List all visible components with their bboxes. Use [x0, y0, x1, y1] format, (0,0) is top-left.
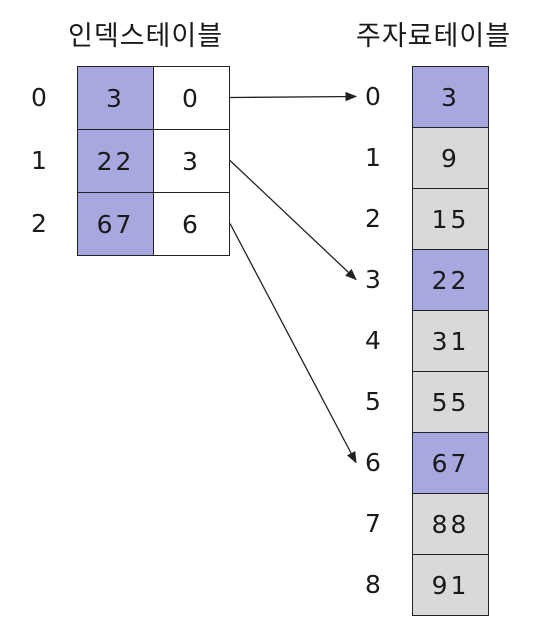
main-table-title: 주자료테이블: [356, 21, 512, 52]
pointer-arrow: [229, 91, 358, 102]
main-row-label: 4: [365, 326, 381, 355]
index-key-cell: 3: [77, 66, 154, 130]
main-row-label: 7: [365, 509, 381, 538]
main-row-label: 0: [365, 82, 381, 111]
main-row-label: 3: [365, 265, 381, 294]
index-pointer-cell: 3: [153, 129, 230, 193]
main-value-cell: 67: [412, 432, 489, 494]
index-row-label: 0: [31, 83, 47, 112]
main-value-cell: 91: [412, 554, 489, 616]
main-row-label: 1: [365, 143, 381, 172]
main-value-cell: 3: [412, 66, 489, 128]
pointer-arrow: [229, 223, 357, 464]
main-value-cell: 22: [412, 249, 489, 311]
index-key-cell: 67: [77, 192, 154, 256]
main-row-label: 8: [365, 570, 381, 599]
index-key-cell: 22: [77, 129, 154, 193]
index-row-label: 2: [31, 209, 47, 238]
main-value-cell: 9: [412, 127, 489, 189]
main-value-cell: 55: [412, 371, 489, 433]
main-value-cell: 31: [412, 310, 489, 372]
main-row-label: 5: [365, 387, 381, 416]
index-table-title: 인덱스테이블: [68, 21, 224, 52]
index-row-label: 1: [31, 146, 47, 175]
main-row-label: 2: [365, 204, 381, 233]
pointer-arrow: [229, 160, 357, 281]
index-pointer-cell: 0: [153, 66, 230, 130]
main-value-cell: 88: [412, 493, 489, 555]
main-row-label: 6: [365, 448, 381, 477]
index-pointer-cell: 6: [153, 192, 230, 256]
main-value-cell: 15: [412, 188, 489, 250]
